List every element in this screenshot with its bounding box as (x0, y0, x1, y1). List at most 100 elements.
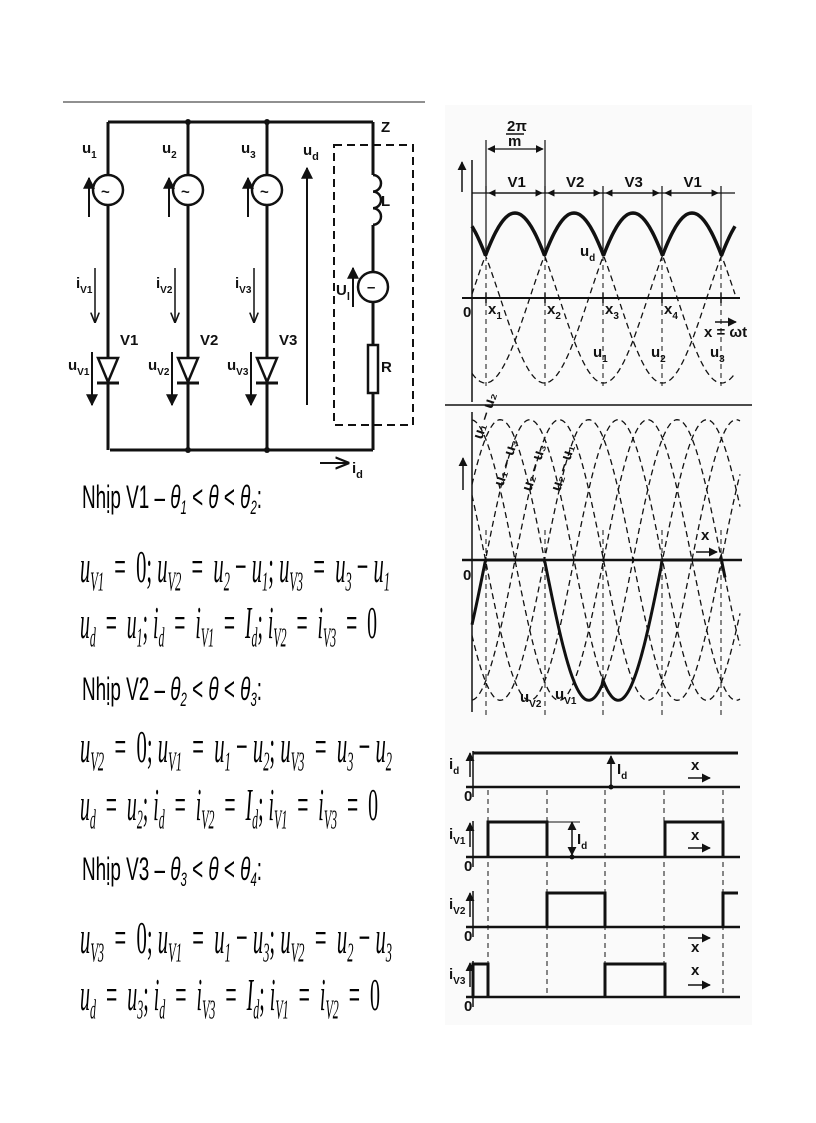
x-axis-label: x (701, 527, 710, 544)
origin-label: 0 (464, 788, 472, 805)
diode-voltage-label: uV1 (555, 686, 577, 707)
interval-header: Nhịp V3 – θ3 < θ < θ4: (82, 851, 262, 891)
diode-voltage-label: uV1 (68, 357, 90, 378)
current-pulse (471, 962, 490, 997)
diode-voltage-uv1 (470, 552, 727, 702)
output-voltage-label: ud (580, 243, 595, 264)
diode-symbol (96, 356, 120, 386)
interval-label: V2 (566, 174, 584, 191)
resistor-label: R (381, 359, 392, 376)
emf-symbol: – (367, 279, 375, 296)
emf-source-symbol (356, 270, 390, 304)
line-voltage-u1-u2 (471, 419, 741, 701)
current-pulse (603, 962, 667, 997)
waveform-panel (445, 105, 752, 1025)
interval-label: V3 (625, 174, 643, 191)
current-pulse (486, 820, 549, 857)
trace-label: iV2 (449, 896, 466, 917)
phase-voltage-u2 (471, 212, 736, 384)
diode-voltage-label: uV2 (520, 689, 542, 710)
branch-current-label: iV1 (76, 275, 93, 296)
circuit-labels: – Z L R ud Ul id (303, 119, 392, 481)
ac-symbol-icon: ~ (101, 184, 110, 201)
crossing-label: x4 (664, 301, 678, 322)
origin-label: 0 (464, 858, 472, 875)
x-axis-label: x (691, 962, 700, 979)
equation-line: uV2 = 0; uV1 = u1 − u2; uV3 = u3 − u2 (80, 721, 392, 777)
junction-dot (264, 119, 270, 125)
interval-header: Nhịp V2 – θ2 < θ < θ3: (82, 671, 262, 711)
equation-line: uV3 = 0; uV1 = u1 − u3; uV2 = u2 − u3 (80, 912, 392, 968)
period-numerator: 2π (507, 118, 527, 135)
crossing-label: x3 (605, 301, 619, 322)
x-axis-label: x = ωt (704, 324, 747, 341)
line-voltage-u2-u3 (471, 419, 741, 701)
inductor-label: L (381, 193, 390, 210)
emf-label: Ul (336, 282, 350, 303)
trace-label: iV1 (449, 826, 466, 847)
resistor-symbol (366, 343, 380, 395)
output-voltage-label: ud (303, 142, 319, 163)
equation-line: ud = u2; id = iV2 = Id; iV1 = iV3 = 0 (80, 779, 378, 835)
equation-line: uV1 = 0; uV2 = u2 − u1; uV3 = u3 − u1 (80, 541, 390, 597)
current-trace-0: id 0 x (449, 751, 740, 805)
diode-symbol (176, 356, 200, 386)
source-label: u2 (162, 140, 177, 161)
x-axis-label: x (691, 939, 700, 956)
inductor-symbol (372, 173, 383, 227)
phase-label: u2 (651, 344, 666, 365)
load-label: Z (381, 119, 390, 136)
output-current-label: id (352, 460, 363, 481)
trace-label: iV3 (449, 966, 466, 987)
interval-label: V1 (684, 174, 702, 191)
line-voltage-u3-u1 (471, 419, 741, 701)
phase-label: u1 (593, 344, 608, 365)
current-pulse (721, 891, 738, 927)
id-amplitude-label: Id (617, 761, 627, 782)
crossing-label: x2 (547, 301, 561, 322)
ac-source-symbol (250, 173, 284, 207)
junction-dot (185, 447, 191, 453)
origin-label: 0 (463, 567, 471, 584)
current-pulse (663, 820, 725, 857)
ac-source-symbol (171, 173, 205, 207)
diode-label: V1 (120, 332, 138, 349)
equation-line: ud = u1; id = iV1 = Id; iV2 = iV3 = 0 (80, 597, 377, 653)
iv1-amplitude-label: Id (577, 831, 587, 852)
junction-dot (185, 119, 191, 125)
current-waveforms: Id Id id 0 x iV1 0 x iV2 0 x iV3 0 x (449, 751, 740, 1015)
x-axis-label: x (691, 827, 700, 844)
origin-label: 0 (464, 928, 472, 945)
source-label: u1 (82, 140, 97, 161)
diode-symbol (255, 356, 279, 386)
origin-label: 0 (464, 998, 472, 1015)
source-branch-1: ~ u1 iV1 uV1 V1 (68, 122, 138, 450)
line-voltage-u1-u3 (471, 419, 741, 701)
junction-dot (264, 447, 270, 453)
origin-label: 0 (463, 304, 471, 321)
branch-current-label: iV2 (156, 275, 173, 296)
source-label: u3 (241, 140, 256, 161)
phase-label: u3 (710, 344, 725, 365)
trace-label: id (449, 756, 459, 777)
diode-voltage-label: uV2 (148, 357, 170, 378)
ac-source-symbol (91, 173, 125, 207)
branch-current-label: iV3 (235, 275, 252, 296)
current-pulse (545, 891, 607, 927)
diode-label: V3 (279, 332, 297, 349)
phase-voltage-u3 (471, 212, 736, 384)
equation-line: ud = u3; id = iV3 = Id; iV1 = iV2 = 0 (80, 969, 380, 1025)
x-axis-label: x (691, 757, 700, 774)
diode-label: V2 (200, 332, 218, 349)
line-voltage-u3-u2 (471, 419, 741, 701)
diode-voltage-label: uV3 (227, 357, 249, 378)
current-trace-3: iV3 0 x (449, 961, 740, 1015)
line-voltage-u2-u1 (471, 419, 741, 701)
crossing-label: x1 (488, 301, 502, 322)
current-trace-2: iV2 0 x (449, 891, 740, 956)
